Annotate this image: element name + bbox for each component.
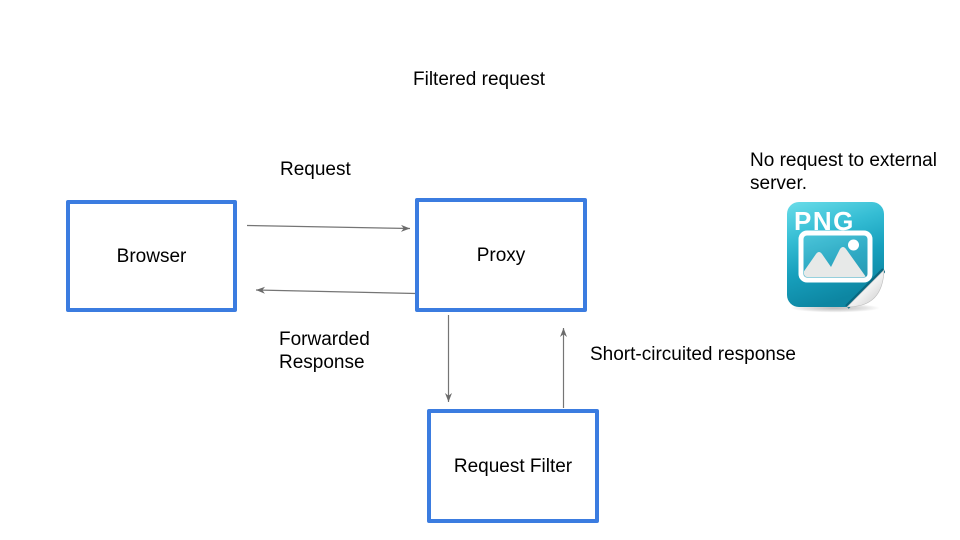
browser-node-label: Browser	[116, 245, 187, 267]
no-external-request-annotation: No request to external server.	[750, 149, 937, 195]
request-filter-node: Request Filter	[427, 409, 599, 523]
request-arrow	[246, 224, 411, 232]
png-file-icon: PNG	[786, 201, 885, 313]
image-glyph-icon	[798, 230, 873, 283]
request-filter-node-label: Request Filter	[453, 455, 573, 477]
forwarded-response-label-line2: Response	[279, 352, 365, 373]
forwarded-response-label-line1: Forwarded	[279, 329, 370, 350]
request-label: Request	[280, 159, 351, 180]
forwarded-response-label: Forwarded Response	[279, 328, 370, 374]
no-external-request-annotation-line1: No request to external	[750, 150, 937, 171]
short-circuited-response-label: Short-circuited response	[590, 344, 796, 365]
png-icon-fold	[846, 269, 885, 308]
proxy-node: Proxy	[415, 198, 587, 312]
proxy-node-label: Proxy	[476, 244, 526, 266]
no-external-request-annotation-line2: server.	[750, 173, 808, 194]
browser-node: Browser	[66, 200, 237, 312]
filtered-request-label: Filtered request	[413, 69, 546, 90]
forwarded-response-arrow	[255, 286, 417, 295]
